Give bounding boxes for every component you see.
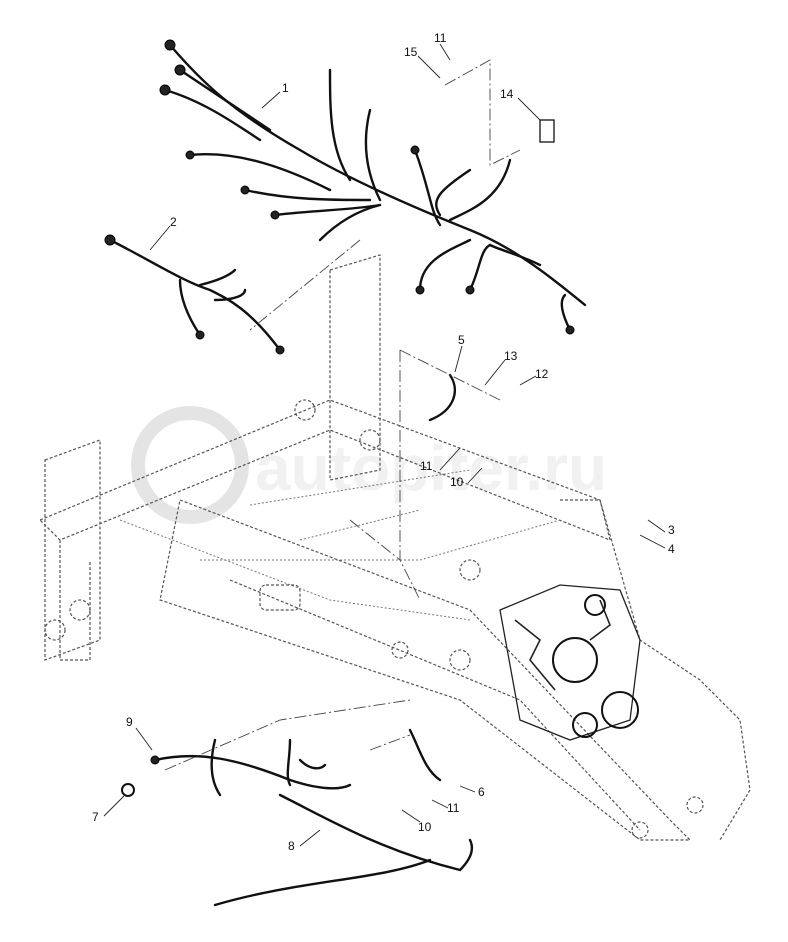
phantom-lines bbox=[164, 59, 521, 771]
harness-6 bbox=[408, 728, 442, 782]
callout-9: 9 bbox=[126, 715, 133, 729]
harness-5 bbox=[428, 373, 457, 422]
callout-6: 6 bbox=[478, 785, 485, 799]
harness-9 bbox=[150, 738, 352, 797]
callout-11-top: 11 bbox=[434, 31, 447, 45]
bracket-14 bbox=[539, 119, 555, 143]
callouts: 1 2 3 4 5 6 7 8 9 10 10 11 11 11 12 13 1… bbox=[92, 31, 675, 853]
callout-4: 4 bbox=[668, 542, 675, 556]
callout-11-middle: 11 bbox=[420, 459, 433, 473]
callout-3: 3 bbox=[668, 523, 675, 537]
callout-14: 14 bbox=[500, 87, 514, 101]
callout-2: 2 bbox=[170, 215, 177, 229]
callout-13: 13 bbox=[504, 349, 518, 363]
engine-assembly bbox=[499, 584, 641, 741]
callout-10-upper: 10 bbox=[450, 475, 464, 489]
callout-8: 8 bbox=[288, 839, 295, 853]
leader-lines bbox=[103, 43, 666, 847]
cable-8 bbox=[213, 793, 474, 907]
callout-1: 1 bbox=[282, 81, 289, 95]
callout-12: 12 bbox=[535, 367, 549, 381]
watermark-text: autopiter.ru bbox=[255, 432, 607, 504]
callout-5: 5 bbox=[458, 333, 465, 347]
callout-11-lower: 11 bbox=[447, 801, 460, 815]
watermark: autopiter.ru bbox=[131, 406, 607, 524]
main-harness bbox=[159, 39, 587, 335]
callout-10-lower: 10 bbox=[418, 820, 432, 834]
harness-2 bbox=[104, 234, 285, 355]
part-7 bbox=[121, 783, 135, 797]
callout-7: 7 bbox=[92, 810, 99, 824]
callout-15: 15 bbox=[404, 45, 418, 59]
chassis-frame bbox=[38, 254, 751, 841]
